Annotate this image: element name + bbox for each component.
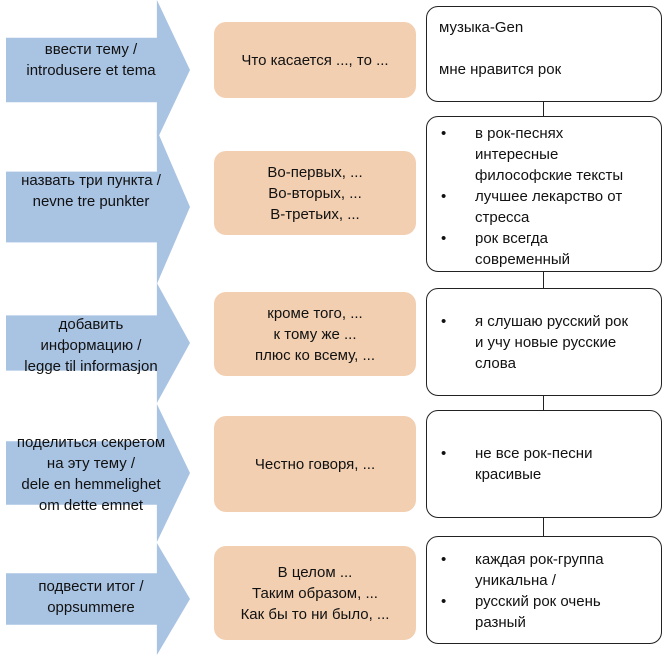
- bullet-text-line: стресса: [475, 209, 530, 226]
- step-instruction-4: поделиться секретом на эту тему / dele en …: [6, 431, 176, 517]
- phrase-line: Таким образом, ...: [252, 584, 378, 602]
- phrase-box-5: В целом ... Таким образом, ... Как бы то н…: [214, 546, 416, 640]
- content-box-2: в рок-песнях интересные философские тексты…: [426, 116, 662, 272]
- phrase-line: Честно говоря, ...: [254, 455, 376, 473]
- instruction-line: introdusere et tema: [26, 62, 156, 79]
- step-instruction-5: подвести итог / oppsummere: [6, 573, 176, 621]
- instruction-line: om dette emnet: [38, 497, 144, 514]
- bullet-list: не все рок-песни красивые: [427, 443, 661, 485]
- instruction-line: legge til informasjon: [24, 357, 158, 375]
- instruction-line: информацию /: [40, 336, 142, 354]
- phrase-box-2: Во-первых, ... Во-вторых, ... В-третьих, .…: [214, 151, 416, 235]
- instruction-line: добавить: [58, 315, 124, 333]
- bullet-item: каждая рок-группа уникальна /: [427, 549, 661, 591]
- phrase-line: Как бы то ни было, ...: [240, 605, 390, 623]
- connector-line: [543, 396, 544, 410]
- connector-line: [543, 272, 544, 288]
- instruction-line: назвать три пункта /: [21, 172, 161, 189]
- phrase-line: кроме того, ...: [267, 304, 363, 322]
- bullet-text-line: не все рок-песни: [475, 445, 593, 462]
- bullet-text-line: философские тексты: [475, 167, 624, 184]
- bullet-text-line: я слушаю русский рок: [475, 313, 629, 330]
- phrase-box-4: Честно говоря, ...: [214, 416, 416, 512]
- content-line: мне нравится рок: [439, 61, 562, 78]
- instruction-line: nevne tre punkter: [32, 193, 150, 210]
- bullet-list: каждая рок-группа уникальна / русский рок …: [427, 549, 661, 633]
- bullet-text-line: рок всегда: [475, 230, 548, 247]
- bullet-text-line: современный: [475, 251, 571, 268]
- phrase-line: Что касается ..., то ...: [241, 51, 389, 69]
- bullet-text-line: каждая рок-группа: [475, 551, 604, 568]
- step-instruction-1: ввести тему / introdusere et tema: [6, 36, 176, 84]
- instruction-line: dele en hemmelighet: [21, 476, 161, 493]
- bullet-text-line: уникальна /: [475, 572, 556, 589]
- instruction-line: поделиться секретом: [16, 434, 166, 451]
- content-box-4: не все рок-песни красивые: [426, 410, 662, 518]
- content-box-5: каждая рок-группа уникальна / русский рок …: [426, 536, 662, 644]
- phrase-line: Во-вторых, ...: [268, 184, 362, 202]
- instruction-line: oppsummere: [47, 599, 135, 616]
- instruction-line: на эту тему /: [46, 455, 136, 472]
- bullet-item: не все рок-песни красивые: [427, 443, 661, 485]
- phrase-line: В целом ...: [277, 563, 353, 581]
- bullet-item: рок всегда современный: [427, 228, 661, 270]
- phrase-line: В-третьих, ...: [270, 205, 360, 223]
- bullet-item: русский рок очень разный: [427, 591, 661, 633]
- instruction-line: подвести итог /: [38, 578, 144, 595]
- content-line: [439, 38, 661, 59]
- phrase-box-3: кроме того, ... к тому же ... плюс ко всем…: [214, 292, 416, 376]
- connector-line: [543, 518, 544, 536]
- phrase-line: к тому же ...: [273, 325, 357, 343]
- step-instruction-3: добавить информацию / legge til informasjo…: [6, 312, 176, 378]
- bullet-text-line: в рок-песнях: [475, 125, 564, 142]
- connector-line: [543, 102, 544, 116]
- bullet-list: я слушаю русский рок и учу новые русские с…: [427, 311, 661, 374]
- instruction-line: ввести тему /: [44, 41, 138, 58]
- content-box-3: я слушаю русский рок и учу новые русские с…: [426, 288, 662, 396]
- bullet-text-line: лучшее лекарство от: [475, 188, 623, 205]
- content-line: музыка-Gen: [439, 19, 524, 36]
- phrase-box-1: Что касается ..., то ...: [214, 22, 416, 98]
- bullet-text-line: красивые: [475, 466, 542, 483]
- bullet-item: в рок-песнях интересные философские тексты: [427, 123, 661, 186]
- bullet-text-line: интересные: [475, 146, 559, 163]
- bullet-text-line: и учу новые русские: [475, 334, 617, 351]
- step-instruction-2: назвать три пункта / nevne tre punkter: [6, 167, 176, 215]
- bullet-item: я слушаю русский рок и учу новые русские с…: [427, 311, 661, 374]
- bullet-item: лучшее лекарство от стресса: [427, 186, 661, 228]
- phrase-line: плюс ко всему, ...: [255, 346, 375, 364]
- bullet-text-line: русский рок очень: [475, 593, 601, 610]
- content-box-1: музыка-Gen мне нравится рок: [426, 6, 662, 102]
- bullet-text-line: разный: [475, 614, 526, 631]
- bullet-list: в рок-песнях интересные философские тексты…: [427, 123, 661, 270]
- bullet-text-line: слова: [475, 355, 516, 372]
- phrase-line: Во-первых, ...: [267, 163, 363, 181]
